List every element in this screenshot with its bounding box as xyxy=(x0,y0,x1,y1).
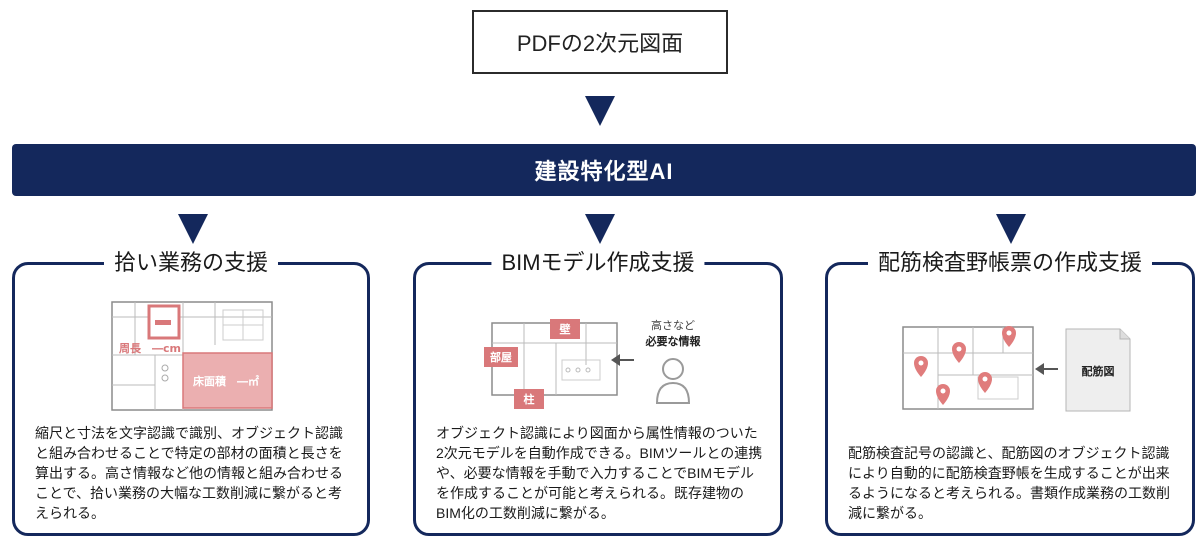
bim-model-image: 壁 部屋 柱 高さなど 必要な情報 xyxy=(484,318,702,409)
card-description: 配筋検査記号の認識と、配筋図のオブジェクト認識により自動的に配筋検査野帳を生成す… xyxy=(848,445,1170,521)
arrow-down-icon xyxy=(178,214,208,244)
card-title: 配筋検査野帳票の作成支援 xyxy=(867,245,1153,281)
location-pin-icon xyxy=(1002,326,1016,347)
floor-plan-area-image: 周長 ―cm 床面積 ―㎡ xyxy=(111,301,273,411)
height-info-line2: 必要な情報 xyxy=(645,334,702,348)
arrow-down-icon xyxy=(585,96,615,126)
height-info-line1: 高さなど xyxy=(651,318,695,332)
area-label: 床面積 ―㎡ xyxy=(193,374,259,388)
card-title: 拾い業務の支援 xyxy=(103,245,279,281)
column-tag: 柱 xyxy=(524,392,535,406)
wall-tag: 壁 xyxy=(560,322,571,336)
person-icon xyxy=(655,358,691,404)
card-description: オブジェクト認識により図面から属性情報のついた2次元モデルを自動作成できる。BI… xyxy=(436,425,763,521)
card-rebar-inspection-support: 配筋検査野帳票の作成支援 xyxy=(825,245,1195,536)
source-pdf-label: PDFの2次元図面 xyxy=(516,31,684,56)
perimeter-label: 周長 ―cm xyxy=(119,342,181,355)
location-pin-icon xyxy=(978,372,992,393)
ai-bar-label: 建設特化型AI xyxy=(534,159,674,184)
document-icon xyxy=(1065,328,1131,412)
rebar-drawing-label: 配筋図 xyxy=(1082,364,1115,378)
card-description: 縮尺と寸法を文字認識で識別、オブジェクト認識と組み合わせることで特定の部材の面積… xyxy=(35,425,343,521)
location-pin-icon xyxy=(936,384,950,405)
location-pin-icon xyxy=(914,356,928,377)
card-bim-model-support: BIMモデル作成支援 壁 部屋 柱 高さなど 必要な情報 オブジェクト認識により… xyxy=(413,245,783,536)
location-pin-icon xyxy=(952,342,966,363)
rebar-plan-image: 配筋図 xyxy=(902,326,1131,412)
room-tag: 部屋 xyxy=(490,350,512,364)
card-takeoff-support: 拾い業務の支援 周長 ―cm 床面積 ―㎡ 縮尺と寸法を文字認識で識別、オブジェ… xyxy=(12,245,370,536)
arrow-down-icon xyxy=(996,214,1026,244)
ai-bar: 建設特化型AI xyxy=(12,144,1196,196)
source-pdf-box: PDFの2次元図面 xyxy=(472,10,728,74)
card-title: BIMモデル作成支援 xyxy=(491,245,705,281)
arrow-down-icon xyxy=(585,214,615,244)
